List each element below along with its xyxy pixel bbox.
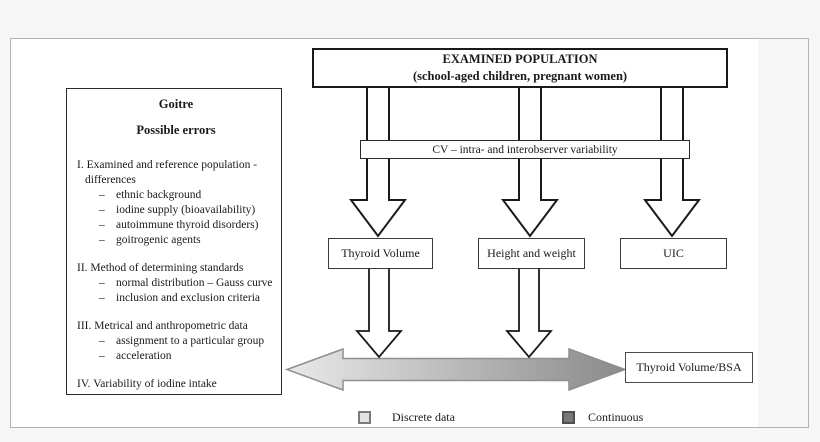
goitre-errors-panel: Goitre Possible errors I. Examined and r… [66, 88, 282, 395]
error-sections: I. Examined and reference population - di… [77, 158, 275, 392]
error-section: IV. Variability of iodine intake [77, 377, 275, 392]
down-arrow-thyroid-to-bsa [355, 266, 403, 359]
error-section: II. Method of determining standards –norm… [77, 261, 275, 306]
bidirectional-gradient-arrow [284, 347, 628, 392]
error-section-header: I. Examined and reference population - [77, 159, 258, 171]
discrete-data-label: Discrete data [392, 410, 455, 424]
error-section: I. Examined and reference population - di… [77, 158, 275, 248]
dash-marker: – [99, 277, 105, 289]
dash-marker: – [99, 234, 105, 246]
down-arrow-thyroid-volume [349, 85, 407, 238]
dash-marker: – [99, 204, 105, 216]
dash-marker: – [99, 189, 105, 201]
thyroid-volume-bsa-box: Thyroid Volume/BSA [625, 352, 753, 383]
uic-box: UIC [620, 238, 727, 269]
error-item-text: inclusion and exclusion criteria [116, 292, 261, 304]
error-item-text: normal distribution – Gauss curve [116, 277, 273, 289]
error-item: –normal distribution – Gauss curve [99, 276, 275, 291]
error-item-text: autoimmune thyroid disorders) [116, 219, 259, 231]
error-section-header: IV. Variability of iodine intake [77, 378, 217, 390]
error-item: –goitrogenic agents [99, 233, 275, 248]
continuous-data-label: Continuous [588, 410, 644, 424]
thyroid-volume-label: Thyroid Volume [341, 246, 420, 260]
thyroid-volume-box: Thyroid Volume [328, 238, 433, 269]
error-item: –iodine supply (bioavailability) [99, 203, 275, 218]
cv-variability-label: CV – intra- and interobserver variabilit… [432, 143, 618, 156]
errors-panel-title: Goitre [158, 97, 194, 111]
examined-population-title: EXAMINED POPULATION [442, 52, 598, 66]
error-section-header: III. Metrical and anthropometric data [77, 320, 248, 332]
error-item-text: ethnic background [116, 189, 202, 201]
examined-population-subtitle: (school-aged children, pregnant women) [412, 69, 628, 83]
examined-population-box: EXAMINED POPULATION (school-aged childre… [312, 48, 728, 88]
down-arrow-height-to-bsa [505, 266, 553, 359]
error-section-header: differences [85, 174, 136, 186]
errors-panel-subtitle: Possible errors [136, 123, 216, 137]
error-item: –ethnic background [99, 188, 275, 203]
error-item-text: iodine supply (bioavailability) [116, 204, 256, 216]
discrete-data-swatch-icon [358, 411, 371, 424]
error-item-text: assignment to a particular group [116, 335, 265, 347]
error-item: –acceleration [99, 349, 275, 364]
down-arrow-uic [643, 85, 701, 238]
dash-marker: – [99, 219, 105, 231]
cv-variability-bar: CV – intra- and interobserver variabilit… [360, 140, 690, 159]
dash-marker: – [99, 335, 105, 347]
uic-label: UIC [663, 246, 684, 260]
error-item: –inclusion and exclusion criteria [99, 291, 275, 306]
error-item: –autoimmune thyroid disorders) [99, 218, 275, 233]
height-and-weight-box: Height and weight [478, 238, 585, 269]
error-section-header: II. Method of determining standards [77, 262, 244, 274]
error-section: III. Metrical and anthropometric data –as… [77, 319, 275, 364]
dash-marker: – [99, 292, 105, 304]
continuous-data-swatch-icon [562, 411, 575, 424]
down-arrow-height-weight [501, 85, 559, 238]
thyroid-volume-bsa-label: Thyroid Volume/BSA [636, 360, 742, 374]
height-and-weight-label: Height and weight [487, 246, 576, 260]
error-item: –assignment to a particular group [99, 334, 275, 349]
error-item-text: goitrogenic agents [116, 234, 201, 246]
dash-marker: – [99, 350, 105, 362]
error-item-text: acceleration [116, 350, 172, 362]
